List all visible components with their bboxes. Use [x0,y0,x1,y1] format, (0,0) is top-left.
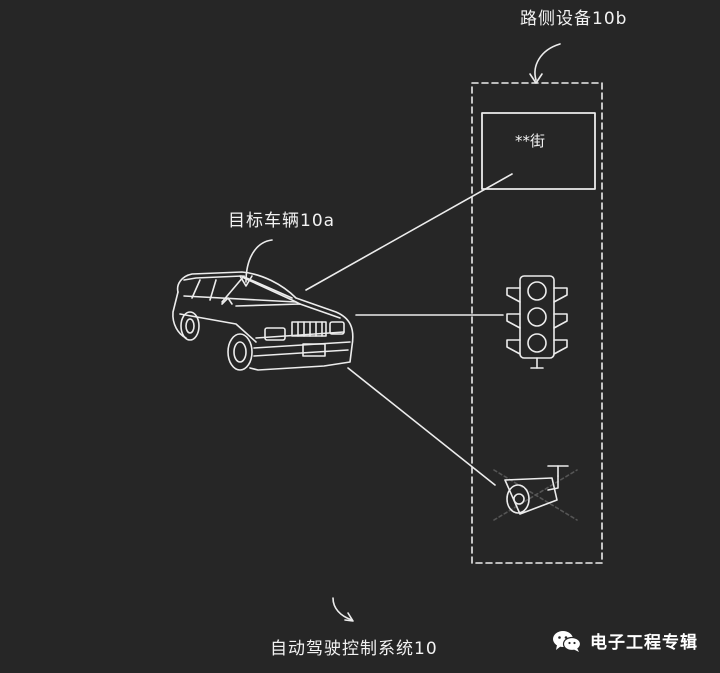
system-label: 自动驾驶控制系统10 [270,639,438,659]
street-sign-icon [481,112,596,190]
traffic-light-icon [506,275,568,369]
surveillance-camera-icon [493,465,578,521]
target-vehicle-label: 目标车辆10a [228,211,336,231]
car-icon [172,271,354,371]
link-vehicle-sign [305,173,513,291]
link-vehicle-camera [347,367,496,486]
roadside-device-box [471,82,603,564]
roadside-pointer-arrow [529,43,561,84]
street-sign-text: **街 [515,132,546,150]
watermark: 电子工程专辑 [552,628,698,653]
system-pointer-arrow [332,597,354,622]
wechat-icon [553,630,582,652]
watermark-text: 电子工程专辑 [590,633,698,653]
roadside-device-label: 路侧设备10b [520,9,628,29]
